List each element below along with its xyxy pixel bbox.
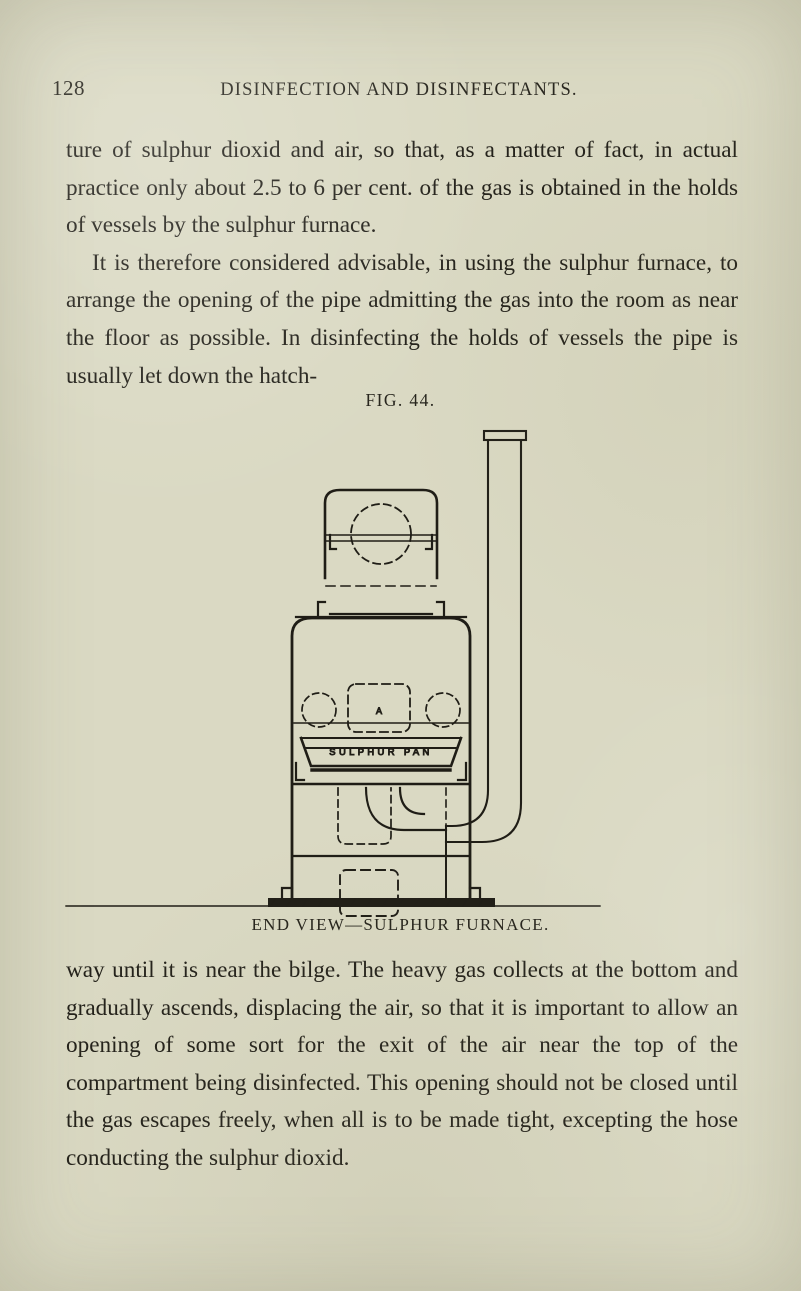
- firebox-label: A: [376, 706, 382, 716]
- running-head: 128 DISINFECTION AND DISINFECTANTS.: [52, 76, 749, 102]
- shelf-brackets: [328, 533, 434, 551]
- figure-illustration: A: [0, 418, 801, 918]
- duct-dashed-left: [337, 787, 392, 845]
- furnace-top-plate: [294, 612, 468, 619]
- running-head-title: DISINFECTION AND DISINFECTANTS.: [220, 80, 578, 100]
- body-text-top: ture of sulphur dioxid and air, so that,…: [66, 132, 738, 395]
- flue-cap: [482, 429, 528, 442]
- firebox-outline: [347, 683, 411, 733]
- left-dashed-circle: [301, 692, 337, 728]
- base-plinth: [268, 898, 495, 907]
- upper-chamber: [323, 488, 439, 580]
- body-text-bottom: way until it is near the bilge. The heav…: [66, 952, 738, 1178]
- upper-chamber-feet: [316, 600, 446, 617]
- page-number: 128: [52, 76, 85, 100]
- flue-pipe: [444, 438, 523, 844]
- sulphur-pan: [299, 736, 463, 768]
- sulphur-pan-rim: [300, 737, 462, 749]
- figure-number: FIG. 44.: [365, 390, 436, 410]
- furnace-feet: [280, 886, 482, 901]
- paragraph-continued: ture of sulphur dioxid and air, so that,…: [66, 137, 738, 239]
- upper-chamber-shelf: [325, 534, 437, 542]
- paragraph-bilge: way until it is near the bilge. The heav…: [66, 957, 738, 1171]
- right-dashed-circle: [425, 692, 461, 728]
- pan-support-brackets: [294, 761, 468, 782]
- sulphur-pan-label: SULPHUR PAN: [329, 746, 432, 757]
- gas-throat-curve: [364, 786, 448, 832]
- ashpit-outline: [339, 869, 399, 917]
- plinth-hatching: [270, 898, 484, 907]
- upper-chamber-dashed-circle: [350, 503, 412, 565]
- paragraph-advisable: It is therefore considered advisable, in…: [66, 249, 738, 389]
- figure-caption: END VIEW—SULPHUR FURNACE.: [251, 915, 550, 934]
